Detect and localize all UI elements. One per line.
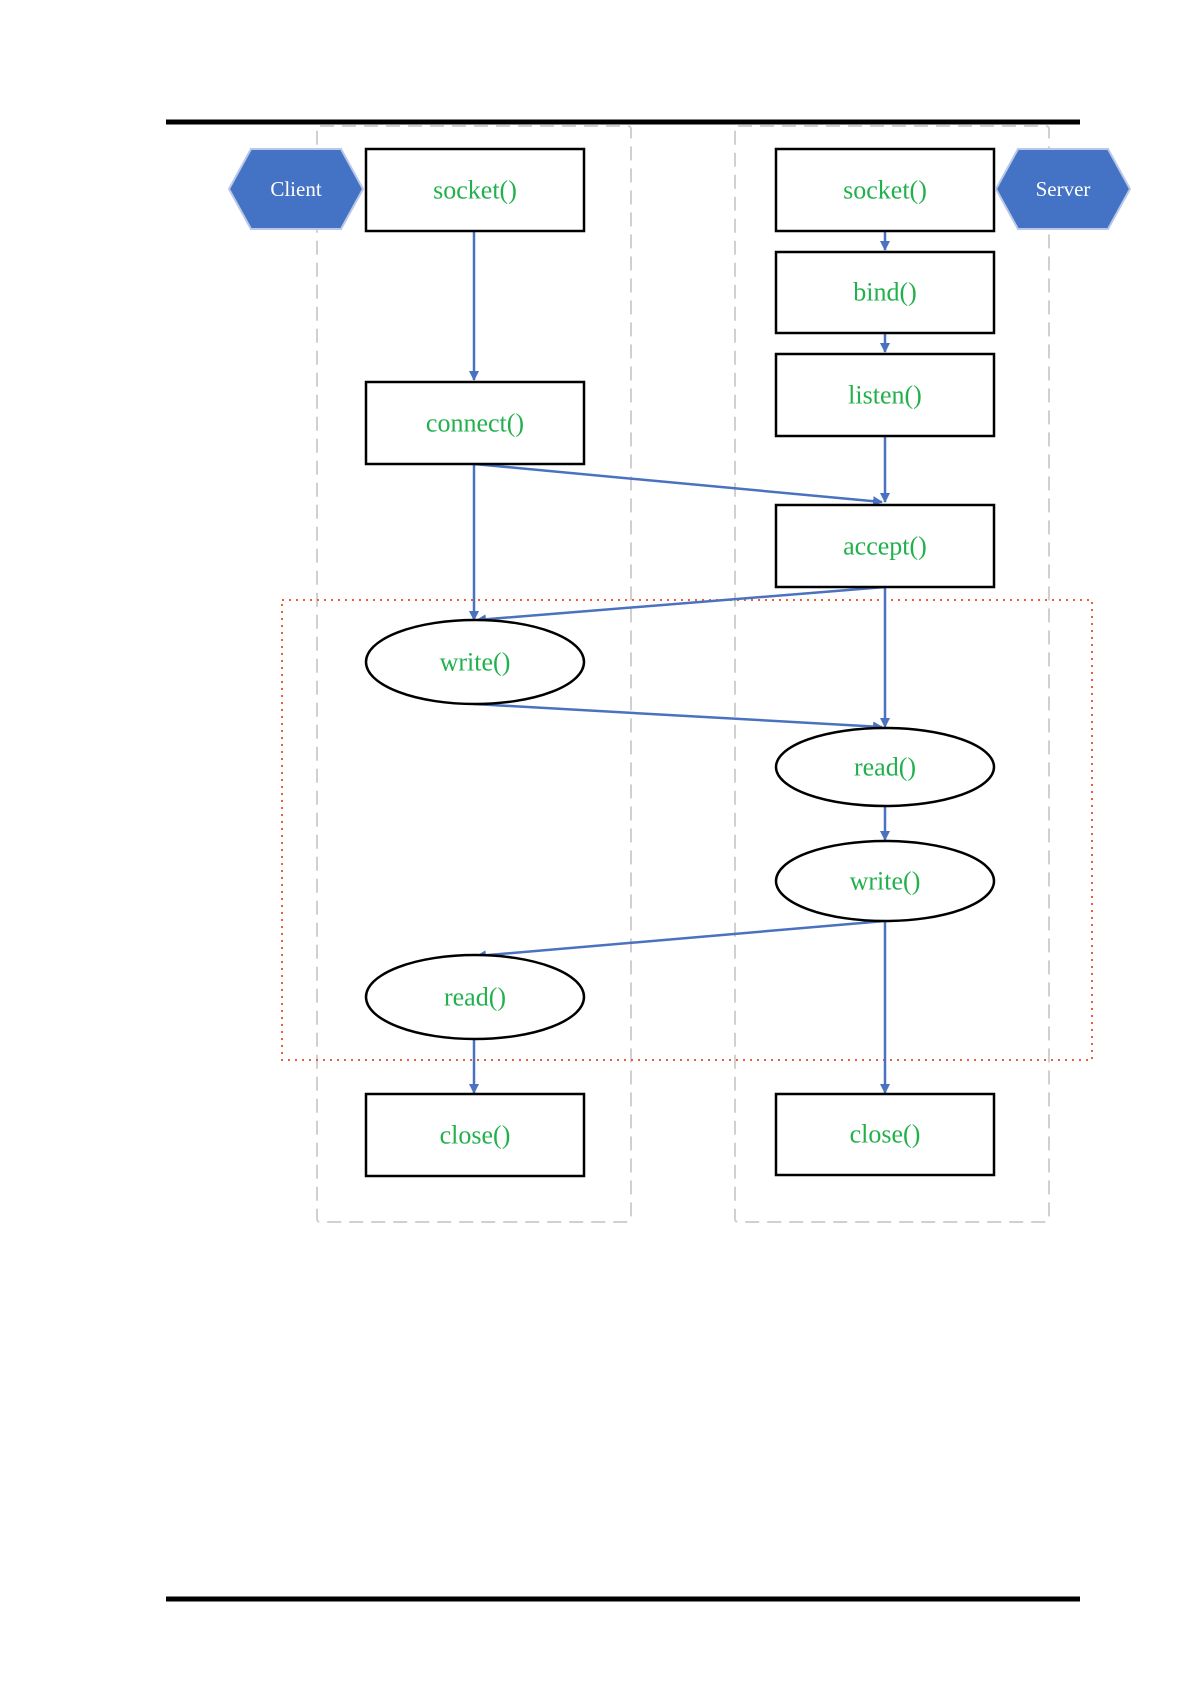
- node-server-read: read(): [776, 728, 994, 806]
- node-client-read-label: read(): [444, 983, 506, 1012]
- node-server-socket-label: socket(): [843, 176, 927, 205]
- node-server-read-label: read(): [854, 753, 916, 782]
- node-server-bind-label: bind(): [853, 278, 917, 307]
- node-client-socket-label: socket(): [433, 176, 517, 205]
- node-server-close-label: close(): [850, 1120, 921, 1149]
- node-server-write-label: write(): [850, 867, 921, 896]
- edge-server-accept-to-client-write: [477, 587, 885, 620]
- edge-client-write-to-server-read: [474, 704, 882, 727]
- node-client-write: write(): [366, 620, 584, 704]
- edge-client-connect-to-server-accept: [474, 464, 882, 502]
- node-server-accept-label: accept(): [843, 532, 927, 561]
- server-badge-label: Server: [1036, 177, 1091, 201]
- node-server-accept: accept(): [776, 505, 994, 587]
- node-client-connect-label: connect(): [426, 409, 524, 438]
- node-server-listen-label: listen(): [848, 381, 922, 410]
- node-client-socket: socket(): [366, 149, 584, 231]
- node-client-write-label: write(): [440, 648, 511, 677]
- client-badge-label: Client: [270, 177, 321, 201]
- node-client-connect: connect(): [366, 382, 584, 464]
- node-server-write: write(): [776, 841, 994, 921]
- node-server-close: close(): [776, 1094, 994, 1175]
- edge-server-write-to-client-read: [477, 921, 885, 956]
- node-client-close: close(): [366, 1094, 584, 1176]
- node-server-listen: listen(): [776, 354, 994, 436]
- node-server-socket: socket(): [776, 149, 994, 231]
- node-client-close-label: close(): [440, 1121, 511, 1150]
- node-client-read: read(): [366, 955, 584, 1039]
- node-server-bind: bind(): [776, 252, 994, 333]
- server-badge: Server: [996, 149, 1130, 229]
- client-badge: Client: [229, 149, 363, 229]
